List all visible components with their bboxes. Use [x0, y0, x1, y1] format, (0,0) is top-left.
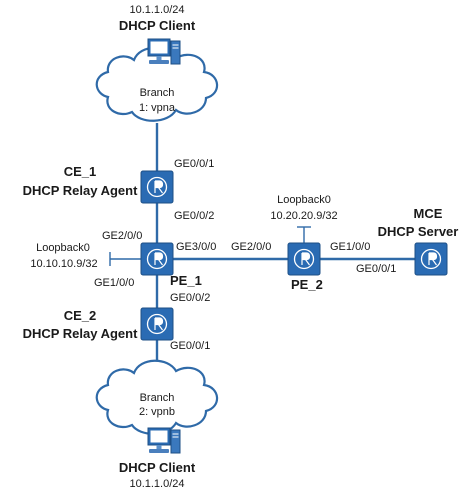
pe2-loopback: Loopback0	[277, 194, 331, 206]
pe1-if-down: GE0/0/2	[170, 292, 210, 304]
ce2-if-bottom: GE0/0/1	[170, 340, 210, 352]
pe2-if-left: GE2/0/0	[231, 241, 271, 253]
ce2-role: DHCP Relay Agent	[23, 326, 139, 341]
top-client-subnet: 10.1.1.0/24	[129, 4, 184, 16]
pe2-name: PE_2	[291, 277, 323, 292]
branch1-cloud	[95, 46, 219, 122]
ce1-if-top: GE0/0/1	[174, 158, 214, 170]
ce1-router-icon	[140, 170, 174, 204]
pe1-if-right: GE3/0/0	[176, 241, 216, 253]
pe1-loopback-ip: 10.10.10.9/32	[30, 258, 97, 270]
pe2-router-icon	[287, 242, 321, 276]
pe1-name: PE_1	[170, 273, 202, 288]
mce-if-left: GE0/0/1	[356, 263, 396, 275]
mce-router-icon	[414, 242, 448, 276]
bottom-client-title: DHCP Client	[119, 460, 196, 475]
bottom-client-subnet: 10.1.1.0/24	[129, 478, 184, 490]
pe1-if-up: GE2/0/0	[102, 230, 142, 242]
pe2-if-right: GE1/0/0	[330, 241, 370, 253]
branch1-label-line1: Branch	[140, 87, 175, 99]
ce2-name: CE_2	[64, 308, 97, 323]
ce1-if-bottom: GE0/0/2	[174, 210, 214, 222]
top-client-title: DHCP Client	[119, 18, 196, 33]
pe2-loopback-ip: 10.20.20.9/32	[270, 210, 337, 222]
branch2-cloud	[95, 359, 219, 435]
branch1-label-line2: 1: vpna	[139, 102, 176, 114]
bottom-client-pc-icon	[147, 427, 181, 454]
branch2-label-line1: Branch	[140, 392, 175, 404]
pe1-if-down-left: GE1/0/0	[94, 277, 134, 289]
ce1-name: CE_1	[64, 164, 97, 179]
pe1-loopback: Loopback0	[36, 242, 90, 254]
ce1-role: DHCP Relay Agent	[23, 183, 139, 198]
branch2-label-line2: 2: vpnb	[139, 406, 175, 418]
mce-role: DHCP Server	[378, 224, 459, 239]
top-client-pc-icon	[147, 38, 181, 65]
pe1-router-icon	[140, 242, 174, 276]
ce2-router-icon	[140, 307, 174, 341]
mce-name: MCE	[414, 206, 443, 221]
